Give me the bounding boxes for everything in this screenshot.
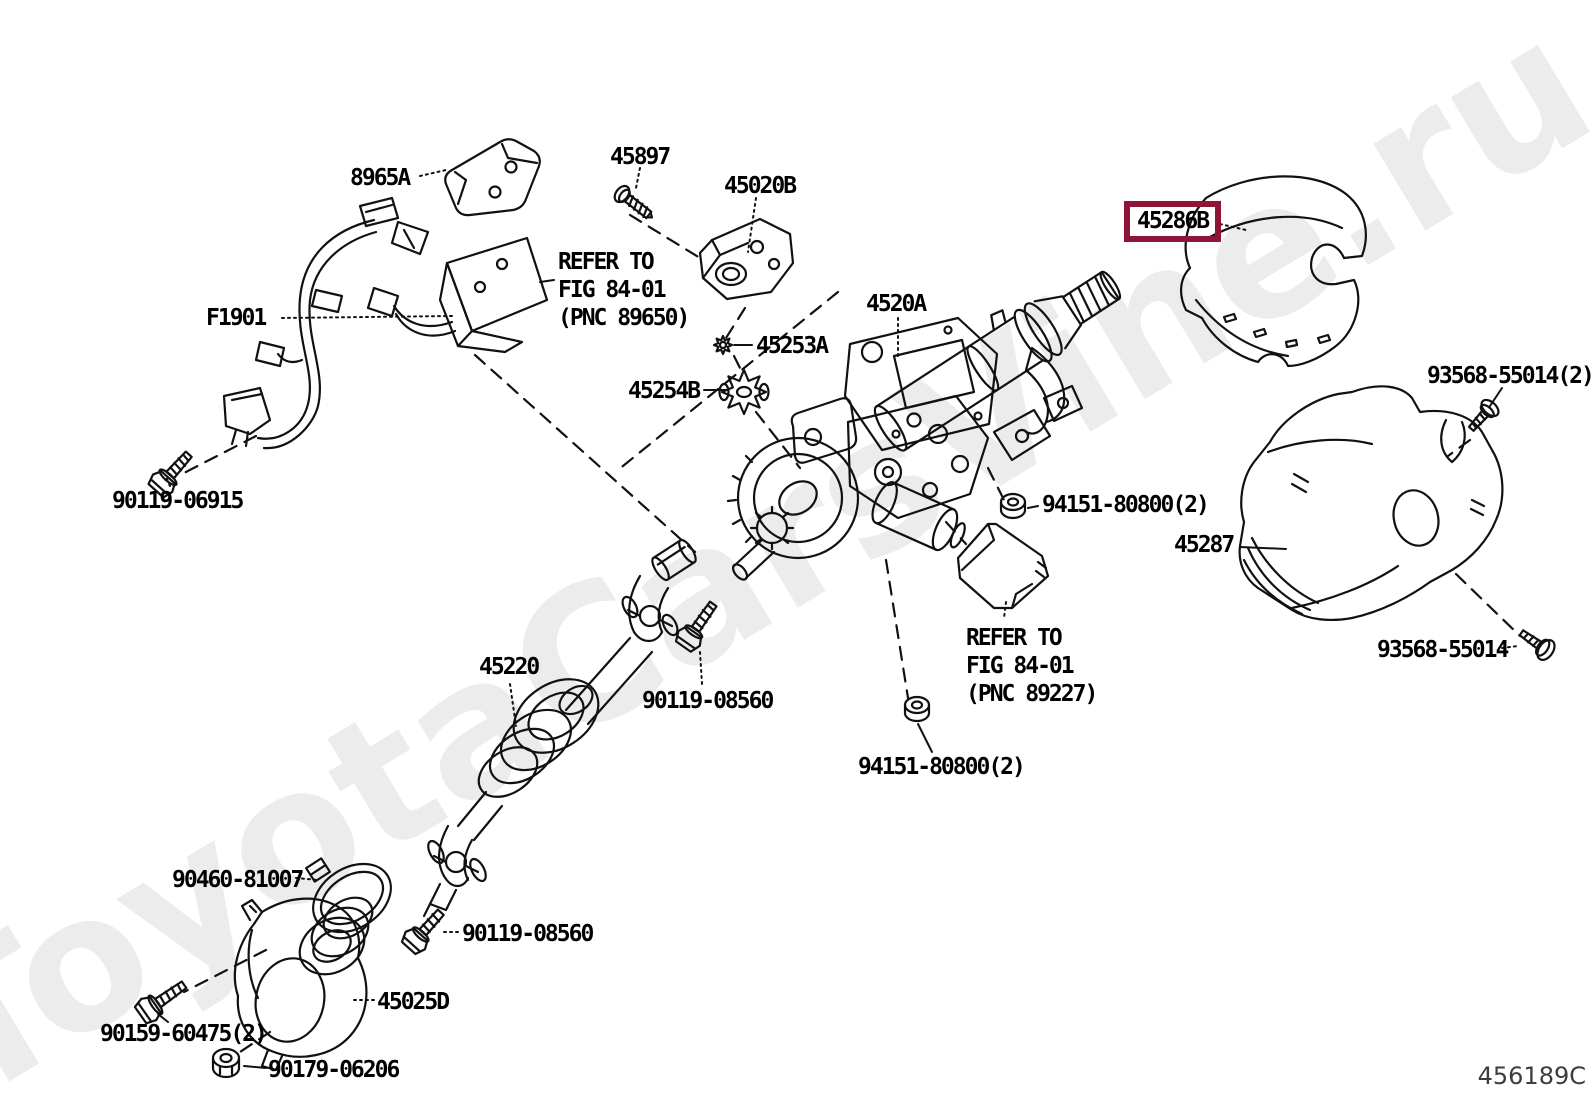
- nut-94151-upper-drawing: [999, 492, 1027, 520]
- part-label-45025d[interactable]: 45025D: [377, 989, 450, 1015]
- upper-cover-45286b-drawing: [1180, 175, 1367, 368]
- ecu-89650-drawing: [366, 236, 549, 354]
- part-label-93568-55014-x2[interactable]: 93568-55014(2): [1427, 363, 1592, 389]
- lower-cover-45287-drawing: [1238, 385, 1504, 621]
- part-label-93568-55014[interactable]: 93568-55014: [1377, 637, 1509, 663]
- screw-93568-bottom-drawing: [1518, 629, 1556, 661]
- part-label-45897[interactable]: 45897: [610, 144, 671, 170]
- part-label-45253a[interactable]: 45253A: [756, 333, 829, 359]
- part-label-90460-81007[interactable]: 90460-81007: [172, 867, 304, 893]
- leader-lines-solid: [157, 279, 1503, 1069]
- part-label-45020b[interactable]: 45020B: [724, 173, 797, 199]
- part-label-94151-80800-lower[interactable]: 94151-80800(2): [858, 754, 1026, 780]
- part-label-8965a[interactable]: 8965A: [350, 165, 411, 191]
- figure-code: 456189C: [1477, 1062, 1586, 1090]
- highlighted-part-callout[interactable]: 45286B: [1124, 201, 1222, 242]
- bolt-90119-08560-mid-drawing: [674, 600, 718, 653]
- column-4520a-drawing: [726, 270, 1122, 581]
- part-label-94151-80800-upper[interactable]: 94151-80800(2): [1042, 492, 1210, 518]
- relay-8965a-drawing: [444, 138, 541, 217]
- part-label-90119-08560-mid[interactable]: 90119-08560: [642, 688, 774, 714]
- nut-94151-lower-drawing: [903, 695, 931, 723]
- ecu-89227-drawing: [956, 522, 1050, 610]
- part-label-45220[interactable]: 45220: [479, 654, 540, 680]
- part-label-90119-08560-low[interactable]: 90119-08560: [462, 921, 594, 947]
- bolt-90119-06915-drawing: [147, 450, 193, 499]
- note-refer-fig-84-01-pnc-89227: REFER TO FIG 84-01 (PNC 89227): [966, 625, 1098, 707]
- nut-90179-drawing: [211, 1047, 241, 1079]
- harness-f1901-drawing: [222, 196, 430, 450]
- part-label-f1901[interactable]: F1901: [206, 305, 267, 331]
- part-label-45286b[interactable]: 45286B: [1137, 208, 1210, 234]
- part-label-4520a[interactable]: 4520A: [866, 291, 927, 317]
- shaft-45220-drawing: [422, 538, 697, 918]
- note-refer-fig-84-01-pnc-89650: REFER TO FIG 84-01 (PNC 89650): [558, 249, 690, 331]
- part-label-90119-06915[interactable]: 90119-06915: [112, 488, 244, 514]
- bolt-90119-08560-low-drawing: [400, 908, 445, 956]
- ignition-45020b-drawing: [698, 217, 795, 301]
- bolt-90159-drawing: [133, 980, 188, 1025]
- screw-45897-drawing: [613, 184, 654, 220]
- star-washer-45253a-drawing: [712, 334, 734, 356]
- part-label-45254b[interactable]: 45254B: [628, 378, 701, 404]
- screw-93568-top-drawing: [1467, 398, 1500, 432]
- gear-45254b-drawing: [718, 368, 770, 416]
- part-label-90159-60475-x2[interactable]: 90159-60475(2): [100, 1021, 268, 1047]
- part-label-90179-06206[interactable]: 90179-06206: [268, 1057, 400, 1083]
- cover-45025d-drawing: [233, 896, 374, 1072]
- part-label-45287[interactable]: 45287: [1174, 532, 1235, 558]
- assembly-dashed-lines: [180, 213, 1522, 1054]
